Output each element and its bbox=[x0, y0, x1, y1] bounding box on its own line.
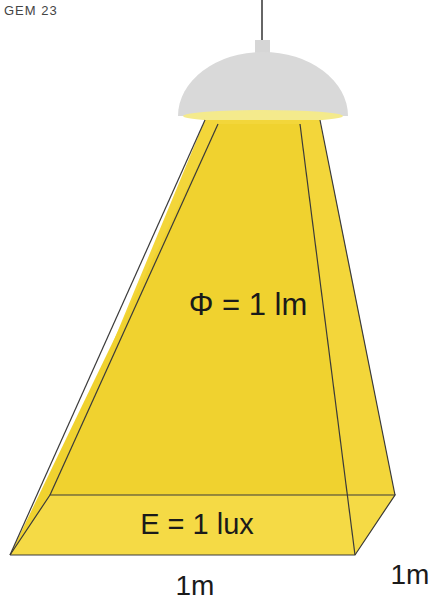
dimension-label: 1m bbox=[176, 571, 215, 602]
light-pyramid bbox=[10, 120, 395, 555]
lamp-cord bbox=[261, 0, 263, 40]
flux-label: Φ = 1 lm bbox=[189, 288, 308, 322]
pyramid-front-face bbox=[10, 124, 355, 555]
dimension-label: 1m bbox=[391, 560, 430, 591]
lit-area bbox=[10, 495, 395, 555]
lamp-socket bbox=[255, 40, 270, 54]
illuminance-label: E = 1 lux bbox=[140, 509, 254, 541]
figure-code: GEM 23 bbox=[4, 4, 58, 18]
lamp-shade bbox=[178, 52, 348, 116]
pyramid-edges bbox=[10, 120, 395, 555]
